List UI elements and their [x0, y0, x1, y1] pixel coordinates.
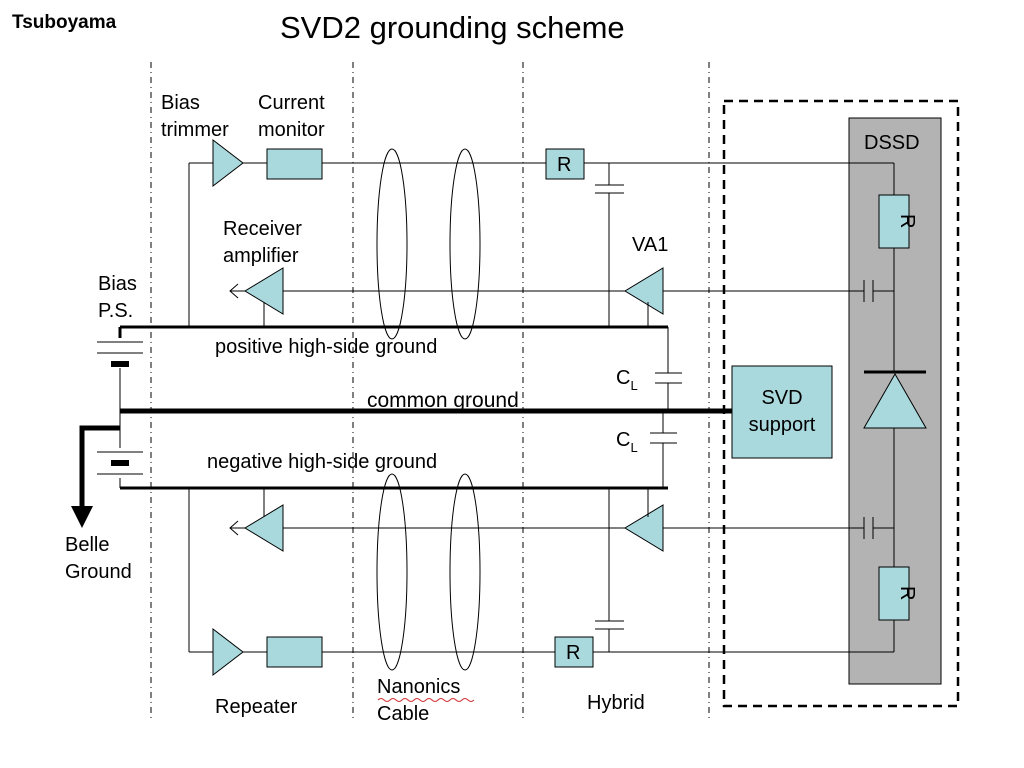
dssd-resistor-bottom — [878, 566, 910, 621]
cl-top-label: CL — [616, 367, 638, 393]
positive-ground-label: positive high-side ground — [215, 336, 437, 358]
repeater-label: Repeater — [215, 696, 298, 718]
cable-ellipse-bottom-1 — [376, 473, 408, 671]
dssd-diode — [863, 372, 927, 429]
dssd-resistor-bottom-label: R — [896, 586, 918, 600]
current-monitor-label-2: monitor — [258, 119, 325, 141]
spellcheck-underline — [377, 698, 475, 702]
belle-ground-label-2: Ground — [65, 561, 132, 583]
cl-bottom-label: CL — [616, 429, 638, 455]
receiver-amp-label-2: amplifier — [223, 245, 299, 267]
repeater-amp — [212, 627, 244, 677]
receiver-amp-label-1: Receiver — [223, 218, 302, 240]
va1-amp-bottom — [624, 504, 664, 552]
bias-ps-label-1: Bias — [98, 273, 137, 295]
va1-amp-top — [624, 267, 664, 315]
author-label: Tsuboyama — [12, 12, 117, 33]
negative-ground-label: negative high-side ground — [207, 451, 437, 473]
bias-trimmer-label-1: Bias — [161, 92, 200, 114]
resistor-top-label: R — [557, 154, 571, 176]
cable-ellipse-bottom-2 — [449, 473, 481, 671]
resistor-bottom-label: R — [566, 642, 580, 664]
bias-trimmer-amp-top — [212, 138, 244, 188]
bias-trimmer-label-2: trimmer — [161, 119, 229, 141]
current-monitor-box — [266, 148, 323, 180]
page-title: SVD2 grounding scheme — [280, 10, 625, 45]
svd-support-box — [731, 365, 833, 459]
common-ground-label: common ground — [367, 389, 519, 412]
nanonics-label-2: Cable — [377, 703, 429, 725]
cable-ellipse-top-1 — [376, 148, 408, 340]
repeater-box — [266, 636, 323, 668]
cable-ellipse-top-2 — [449, 148, 481, 340]
svd-support-label-1: SVD — [761, 387, 802, 409]
dssd-label: DSSD — [864, 132, 920, 154]
va1-label: VA1 — [632, 234, 668, 256]
current-monitor-label-1: Current — [258, 92, 325, 114]
svd-support-label-2: support — [749, 414, 816, 436]
bias-ps-label-2: P.S. — [98, 300, 133, 322]
hybrid-label: Hybrid — [587, 692, 645, 714]
dssd-resistor-top-label: R — [896, 214, 918, 228]
nanonics-label-1: Nanonics — [377, 676, 460, 698]
belle-ground-arrow — [71, 506, 93, 528]
resistor-top — [545, 148, 585, 180]
belle-ground-label-1: Belle — [65, 534, 109, 556]
belle-ground-wire — [79, 425, 120, 508]
